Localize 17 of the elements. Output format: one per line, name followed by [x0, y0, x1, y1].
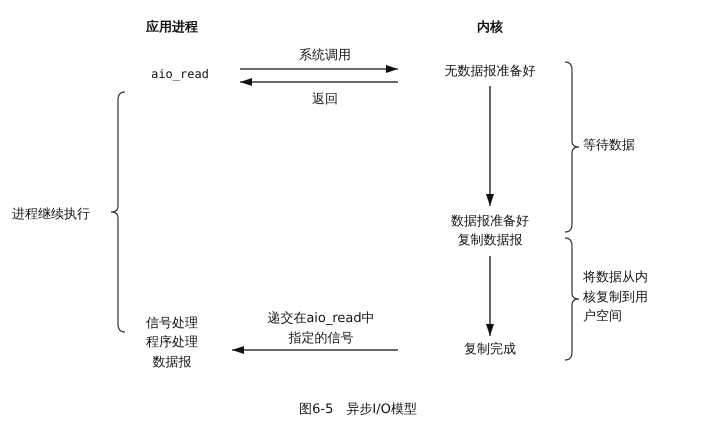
node-label: 无数据报准备好 — [444, 63, 536, 82]
brace-label: 进程继续执行 — [12, 206, 91, 224]
column-heading: 内核 — [476, 19, 504, 37]
node-label: aio_read — [151, 66, 209, 83]
brace-label: 等待数据 — [583, 137, 636, 155]
arrow — [240, 65, 398, 73]
node-label: 复制数据报 — [458, 232, 522, 250]
node-label: 信号处理程序处理数据报 — [145, 314, 199, 372]
node-label: 数据报准备好 — [451, 212, 529, 230]
arrow — [232, 346, 398, 354]
brace-label: 将数据从内核复制到用户空间 — [583, 269, 649, 326]
arrow — [486, 256, 494, 336]
column-heading: 应用进程 — [144, 18, 199, 37]
caption: 图6-5 异步I/O模型 — [298, 401, 418, 418]
node-label: 复制完成 — [464, 341, 516, 360]
arrow — [486, 86, 494, 206]
arrow — [240, 78, 398, 86]
